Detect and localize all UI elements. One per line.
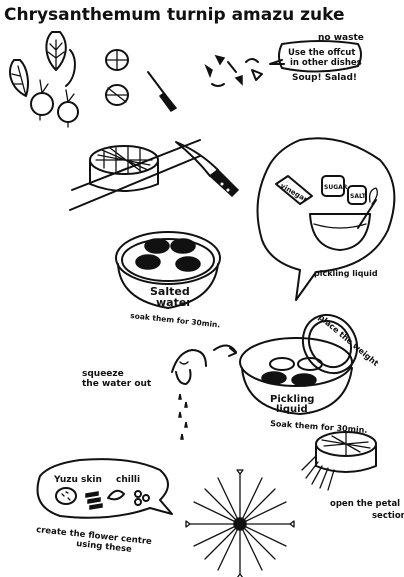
- pickling-liquid-bowl-label-line-2: liquid: [276, 404, 308, 415]
- pickling-liquid-label: pickling liquid: [314, 269, 378, 278]
- vinegar-label: vinegar: [279, 182, 309, 204]
- open-petal-turnip-illustration: [301, 431, 377, 491]
- trimmed-turnips-illustration: [105, 49, 129, 106]
- chrysanthemum-flower-illustration: [185, 469, 295, 577]
- flower-centre-bubble: Yuzu skin chilli: [36, 458, 173, 519]
- yuzu-skin-label: Yuzu skin: [53, 475, 102, 485]
- turnip-crosscut-illustration: [69, 139, 201, 211]
- chilli-label: chilli: [116, 475, 140, 485]
- offcut-speech-bubble: [269, 40, 362, 73]
- salted-water-label-line-1: Salted: [150, 285, 190, 298]
- turnips-with-leaves-illustration: [9, 31, 79, 128]
- pickling-liquid-bubble: vinegar SUGAR SALT pickling liquid: [256, 137, 396, 301]
- salted-water-label-line-2: water: [156, 296, 192, 309]
- salt-label: SALT: [350, 193, 367, 200]
- squeeze-hand-illustration: [171, 344, 237, 440]
- sugar-label: SUGAR: [324, 184, 348, 191]
- squeeze-note-line-1: squeeze: [82, 369, 124, 379]
- recipe-title: Chrysanthemum turnip amazu zuke: [4, 5, 345, 25]
- offcut-note-line-2: in other dishes: [290, 58, 362, 68]
- squeeze-note-line-2: the water out: [82, 379, 152, 389]
- soak-30-min-note: soak them for 30min.: [130, 311, 221, 329]
- offcut-scraps-illustration: [204, 54, 263, 87]
- chef-knife-icon: [175, 141, 240, 198]
- salted-water-bowl-illustration: Salted water soak them for 30min.: [115, 231, 221, 329]
- pickling-bowl-illustration: Pickling liquid Soak them for 30min.: [239, 313, 368, 435]
- knife-icon: [147, 71, 178, 112]
- pickling-liquid-bowl-label-line-1: Pickling: [270, 394, 314, 405]
- soup-salad-note: Soup! Salad!: [292, 73, 357, 83]
- open-petal-note-line-2: section !: [372, 511, 404, 521]
- open-petal-note-line-1: open the petal: [330, 499, 400, 509]
- no-waste-note: no waste: [318, 33, 364, 43]
- offcut-note-line-1: Use the offcut: [288, 48, 355, 58]
